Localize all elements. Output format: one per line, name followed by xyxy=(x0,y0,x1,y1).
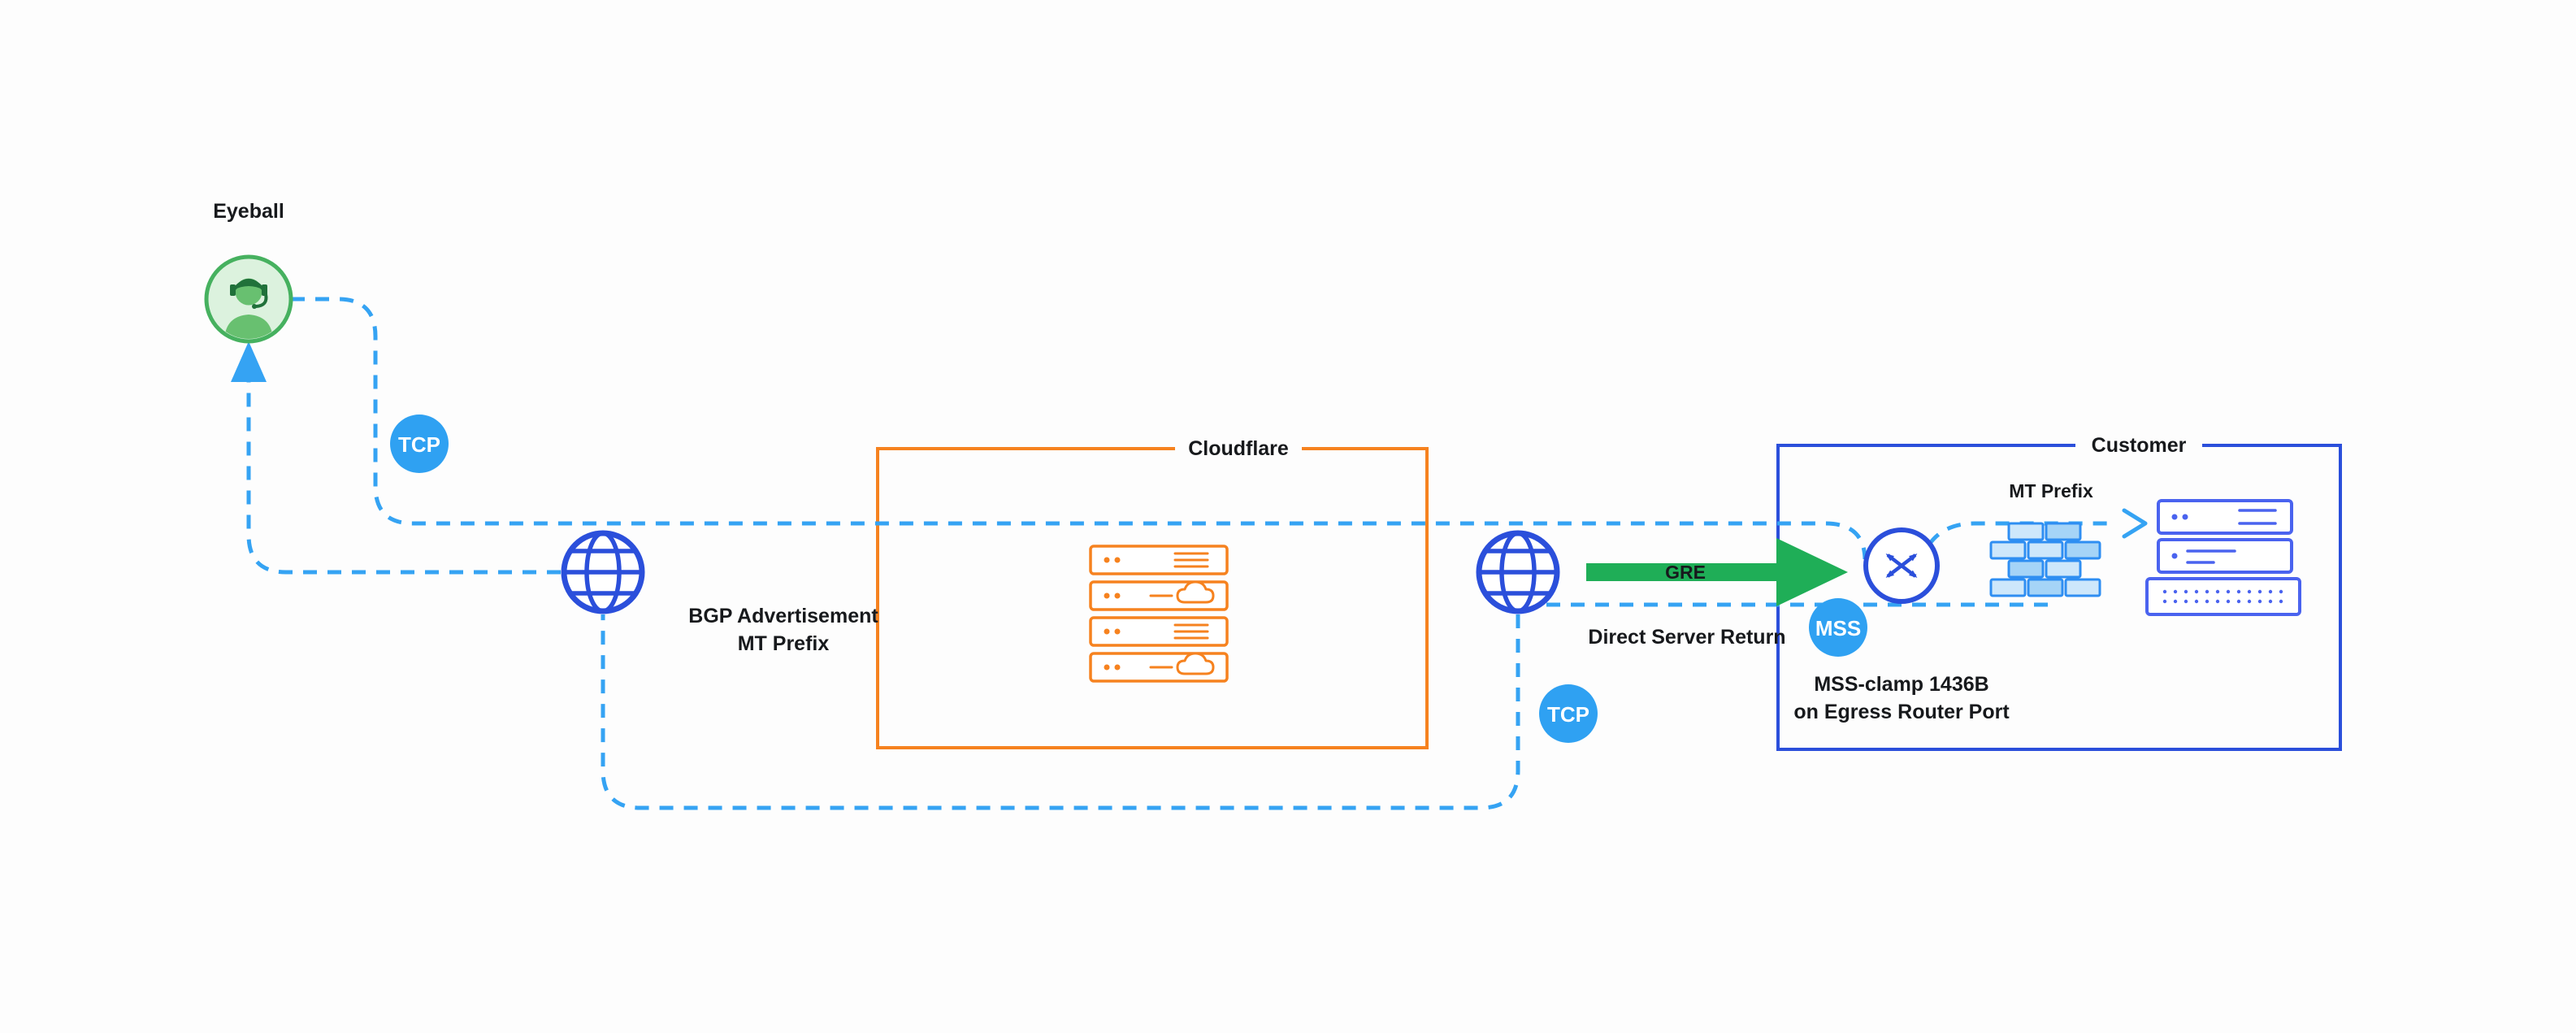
firewall-icon xyxy=(1989,522,2101,597)
gre-label: GRE xyxy=(1665,562,1706,583)
cloudflare-label: Cloudflare xyxy=(1188,437,1289,460)
tcp-badge-label: TCP xyxy=(1547,702,1589,727)
bgp-advertisement-label: BGP Advertisement xyxy=(688,605,878,627)
mss-clamp-label-line2: on Egress Router Port xyxy=(1793,701,2010,723)
customer-label-gap xyxy=(2075,434,2202,457)
chevron-right-icon xyxy=(2122,508,2148,539)
tcp-badge-egress: TCP xyxy=(1539,684,1598,743)
gre-arrow-icon xyxy=(1586,538,1848,606)
globe-icon xyxy=(1479,533,1557,611)
direct-server-return-label: Direct Server Return xyxy=(1588,626,1785,649)
tcp-badge-ingress: TCP xyxy=(390,415,449,473)
mss-clamp-label-line1: MSS-clamp 1436B xyxy=(1814,673,1988,696)
return-to-eyeball-path xyxy=(246,382,561,575)
cloudflare-label-gap xyxy=(1175,437,1302,460)
cloudflare-server-stack-icon xyxy=(1089,545,1229,683)
tcp-badge-label: TCP xyxy=(398,432,440,457)
mt-prefix-label: MT Prefix xyxy=(2009,480,2093,501)
cloudflare-box xyxy=(876,447,1429,749)
bgp-mt-prefix-label: MT Prefix xyxy=(738,632,830,655)
eyeball-label: Eyeball xyxy=(213,200,284,223)
customer-label: Customer xyxy=(2092,434,2187,457)
mss-badge-label: MSS xyxy=(1815,616,1861,640)
globe-icon xyxy=(564,533,642,611)
router-to-servers-path xyxy=(1927,521,2116,546)
mss-badge: MSS xyxy=(1809,598,1867,657)
customer-server-icons xyxy=(2145,499,2301,616)
up-arrow-icon xyxy=(231,341,267,382)
server-vent-dots xyxy=(2162,589,2283,604)
return-loop-path xyxy=(601,614,1520,810)
ingress-path xyxy=(291,297,1867,560)
eyeball-user-icon xyxy=(204,254,293,344)
router-icon xyxy=(1863,527,1940,604)
